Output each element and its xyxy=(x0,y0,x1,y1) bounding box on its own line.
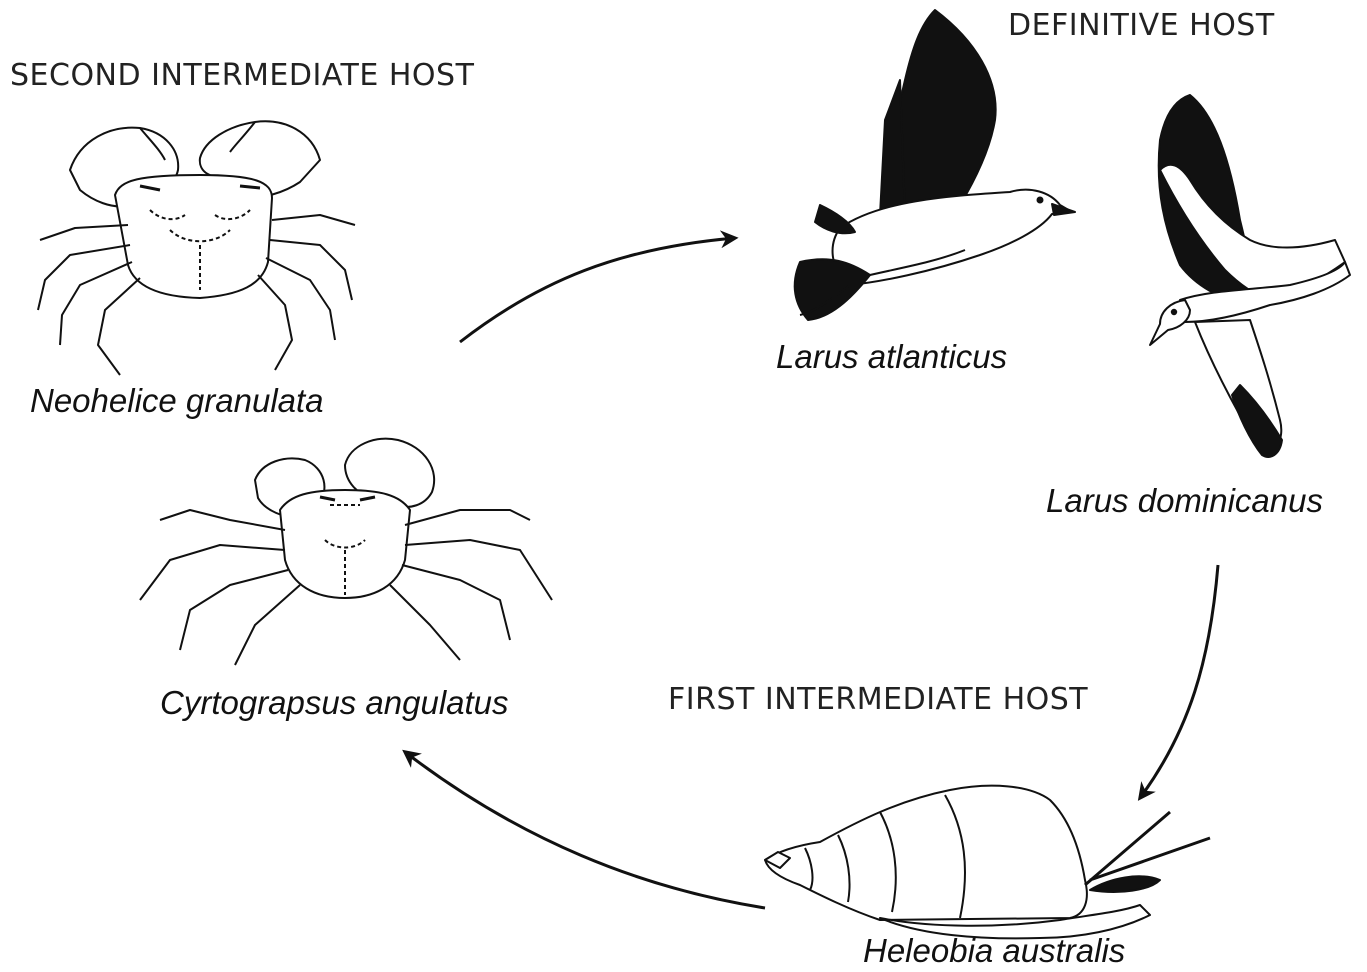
arrow-gull-to-snail xyxy=(1140,565,1218,798)
snail-heleobia-icon xyxy=(765,786,1210,939)
arrow-crab-to-gull xyxy=(460,238,735,342)
gull-atlanticus-icon xyxy=(795,10,1075,320)
crab-cyrtograpsus-icon xyxy=(140,439,552,665)
crab-neohelice-icon xyxy=(38,121,355,375)
gull-dominicanus-icon xyxy=(1150,95,1350,457)
arrow-snail-to-crab xyxy=(405,752,765,908)
